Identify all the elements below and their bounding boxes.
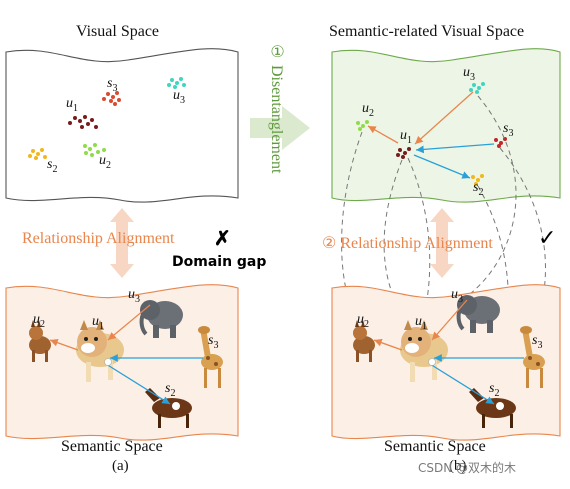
check-mark: ✓ [538, 226, 557, 251]
label-u3-sem-a: u3 [128, 287, 140, 305]
elephant-icon [139, 300, 183, 338]
label-u1-b: u1 [400, 128, 412, 146]
giraffe-icon-b [520, 326, 545, 388]
label-s3-sem-b: s3 [532, 333, 543, 351]
giraffe-icon [198, 326, 223, 388]
alignment-arrow-a [110, 208, 134, 278]
cluster-u1-a [68, 115, 98, 129]
arrow-u1-s2-sem-b [429, 363, 495, 405]
arrow-u1-s2-a [105, 363, 171, 405]
arrow-s3-u1-b [415, 143, 495, 154]
arrow-u1-u2-a [49, 338, 79, 351]
caption-b: (b) [449, 458, 467, 474]
label-u1-sem-a: u1 [92, 314, 104, 332]
label-s2-sem-b: s2 [489, 381, 500, 399]
label-u2-sem-a: u2 [33, 312, 45, 330]
disentanglement-label: ① Disentanglement [268, 42, 285, 174]
disentanglement-arrow [250, 106, 310, 150]
arrow-u3-u1-sem-b [431, 299, 468, 341]
domain-gap-label: Domain gap [172, 254, 267, 270]
dog-icon [76, 320, 124, 382]
arrow-u3-u1-a [107, 304, 151, 341]
visual-space-plane-b [331, 48, 561, 203]
label-u2-sem-b: u2 [357, 312, 369, 330]
label-u1-a: u1 [66, 96, 78, 114]
cluster-s3-b [494, 137, 507, 148]
cluster-u2-a [83, 143, 106, 157]
semantic-space-title-b: Semantic Space [384, 438, 486, 455]
arrow-u1-s2-b [413, 154, 471, 179]
cluster-u1-b [396, 147, 411, 159]
cluster-u2-b [356, 120, 369, 131]
visual-space-plane-a [5, 48, 239, 203]
relationship-alignment-label-b: ② Relationship Alignment [322, 235, 493, 252]
lynx-icon [29, 320, 51, 362]
label-u1-sem-b: u1 [415, 314, 427, 332]
cluster-u3-a [167, 77, 186, 89]
cluster-s1-a [102, 91, 121, 106]
semantic-space-title-a: Semantic Space [61, 438, 163, 455]
label-s3-a: s3 [107, 76, 118, 94]
cluster-s2-a [28, 148, 47, 160]
elephant-icon-b [456, 295, 500, 333]
label-s2-sem-a: s2 [165, 381, 176, 399]
lynx-icon-b [353, 320, 375, 362]
label-s2-b: s2 [473, 180, 484, 198]
label-s2-a: s2 [47, 157, 58, 175]
label-u2-b: u2 [362, 101, 374, 119]
relationship-alignment-label-a: Relationship Alignment [22, 230, 175, 247]
cluster-s2-b [471, 174, 484, 186]
visual-space-title: Visual Space [76, 23, 160, 40]
arrow-u3-u1-b [414, 91, 474, 145]
label-u3-sem-b: u3 [451, 287, 463, 305]
arrow-u1-u2-sem-b [373, 338, 403, 351]
label-u2-a: u2 [99, 153, 111, 171]
label-s3-b: s3 [503, 121, 514, 139]
caption-a: (a) [112, 458, 129, 474]
semantic-related-visual-space-title: Semantic-related Visual Space [329, 23, 525, 40]
label-u3-a: u3 [173, 88, 185, 106]
arrow-u1-u2-b [367, 125, 399, 144]
watermark: CSDN @双木的木 [418, 461, 517, 475]
alignment-arrow-b [430, 208, 454, 278]
cross-mark: ✗ [214, 226, 231, 250]
cluster-u3-b [469, 82, 485, 94]
label-s3-sem-a: s3 [208, 333, 219, 351]
label-u3-b: u3 [463, 65, 475, 83]
